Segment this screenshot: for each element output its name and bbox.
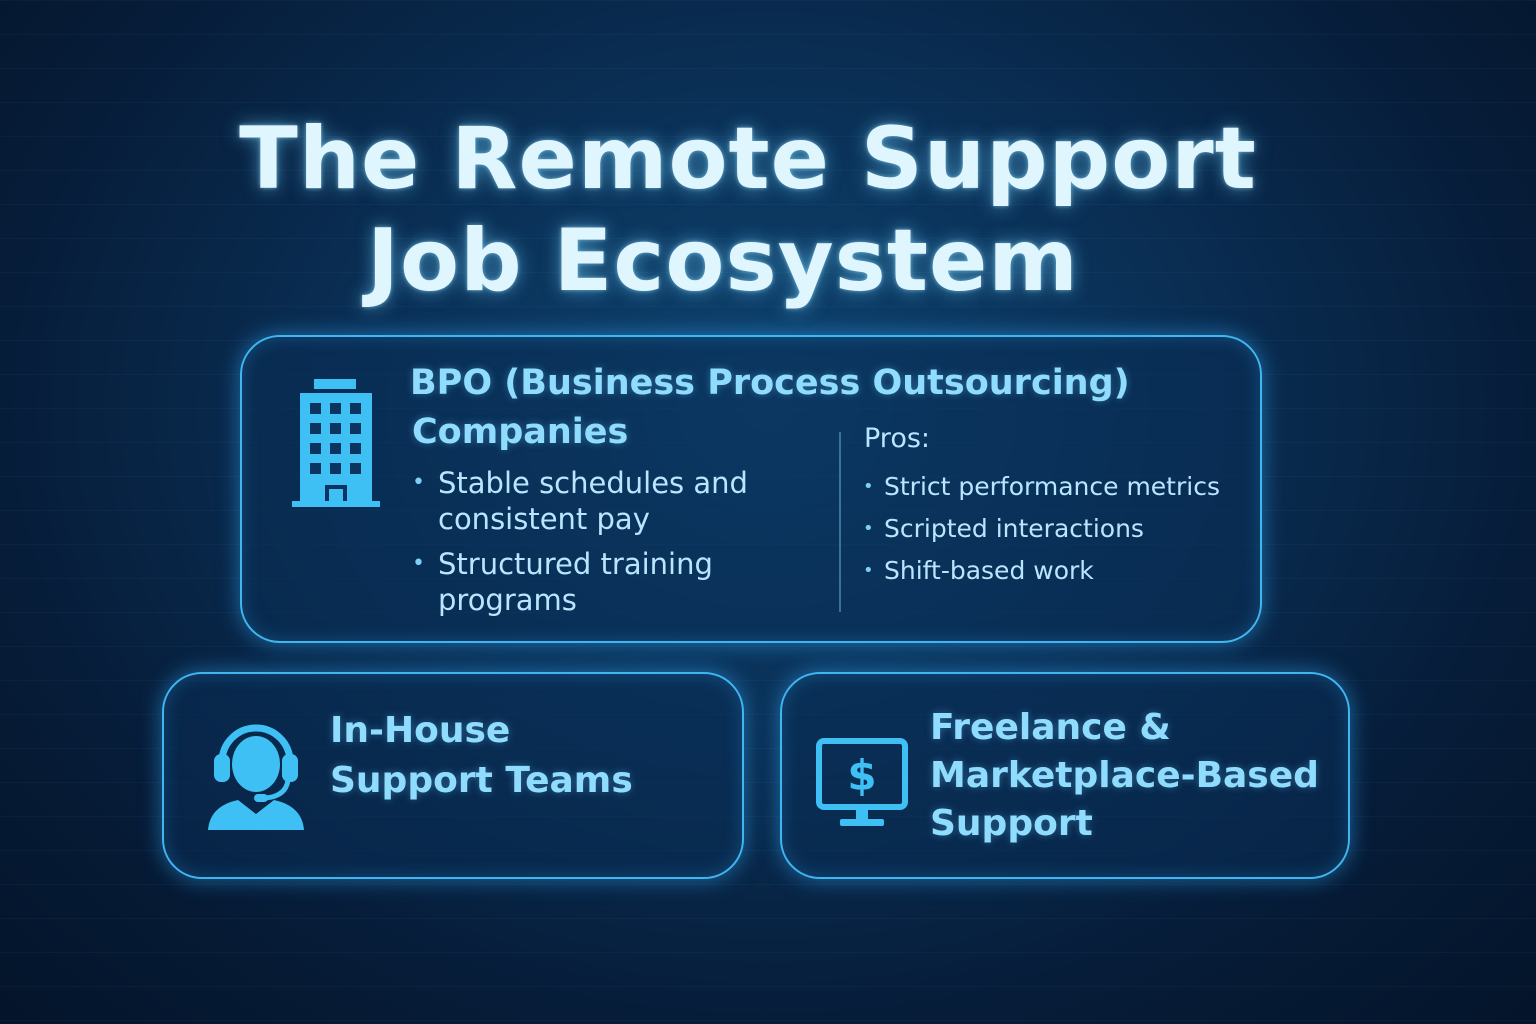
bullet-dot-icon: • [863, 518, 874, 539]
list-item-text: Shift-based work [884, 556, 1094, 585]
page-title-line-2: Job Ecosystem [367, 211, 1079, 311]
page-title-line-1: The Remote Support [239, 109, 1257, 209]
page-title: The Remote Support Job Ecosystem [0, 108, 1536, 312]
column-divider [839, 432, 841, 612]
list-item-text: Scripted interactions [884, 514, 1144, 543]
list-item: • Structured training programs [410, 546, 790, 618]
headset-agent-icon [204, 714, 308, 834]
bullet-dot-icon: • [412, 551, 425, 576]
pros-label: Pros: [864, 423, 930, 454]
bpo-heading: BPO (Business Process Outsourcing) Compa… [410, 359, 1250, 457]
bpo-benefits-list: • Stable schedules and consistent pay • St… [410, 465, 790, 627]
bpo-card: BPO (Business Process Outsourcing) Compa… [240, 335, 1262, 643]
list-item: • Strict performance metrics [862, 466, 1242, 508]
freelance-heading-line-3: Support [930, 803, 1093, 844]
bpo-heading-line-2: Companies [412, 412, 629, 452]
freelance-heading: Freelance & Marketplace-Based Support [930, 704, 1319, 848]
list-item-text: Stable schedules and consistent pay [438, 466, 748, 536]
bpo-heading-line-1: BPO (Business Process Outsourcing) [410, 363, 1130, 403]
list-item: • Scripted interactions [862, 508, 1242, 550]
freelance-card: $ Freelance & Marketplace-Based Support [780, 672, 1350, 879]
inhouse-heading-line-1: In-House [330, 710, 511, 751]
list-item: • Shift-based work [862, 550, 1242, 592]
list-item-text: Structured training programs [438, 547, 713, 617]
freelance-heading-line-2: Marketplace-Based [930, 755, 1319, 796]
svg-text:$: $ [847, 751, 876, 800]
freelance-heading-line-1: Freelance & [930, 707, 1171, 748]
inhouse-heading-line-2: Support Teams [330, 760, 633, 801]
inhouse-card: In-House Support Teams [162, 672, 744, 879]
bullet-dot-icon: • [412, 470, 425, 495]
list-item: • Stable schedules and consistent pay [410, 465, 790, 537]
bpo-pros-list: • Strict performance metrics • Scripted in… [862, 466, 1242, 592]
office-building-icon [292, 377, 382, 509]
bullet-dot-icon: • [863, 560, 874, 581]
list-item-text: Strict performance metrics [884, 472, 1220, 501]
monitor-dollar-icon: $ [814, 736, 910, 830]
inhouse-heading: In-House Support Teams [330, 706, 633, 806]
bullet-dot-icon: • [863, 476, 874, 497]
